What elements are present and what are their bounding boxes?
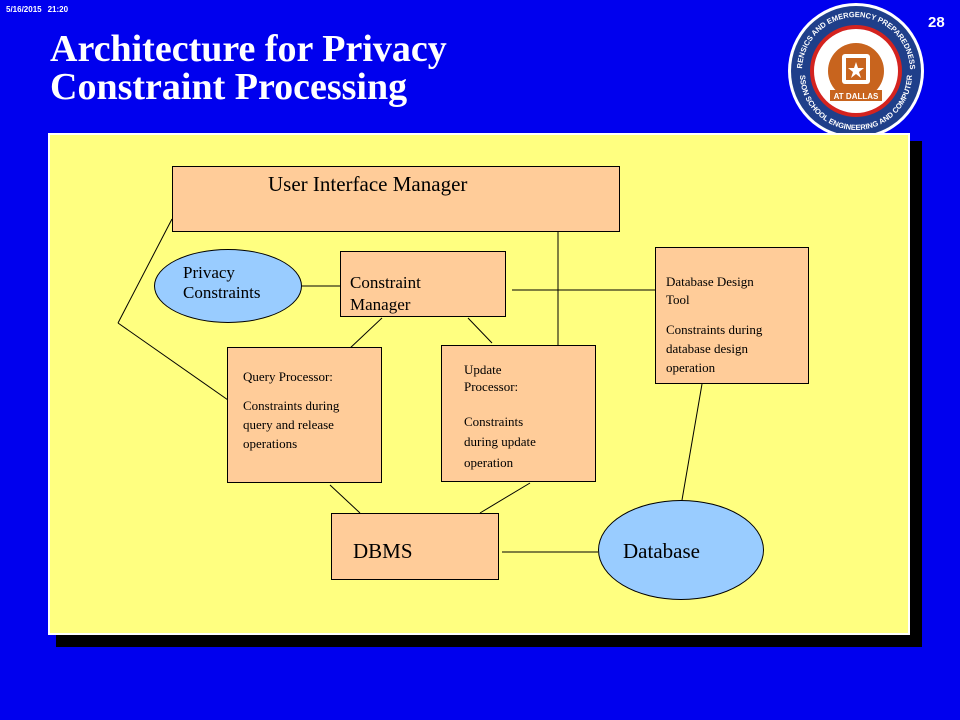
slide-title-line-1: Architecture for Privacy <box>50 28 447 70</box>
svg-text:AT DALLAS: AT DALLAS <box>834 92 879 101</box>
update-processor-body-1: Constraints <box>464 414 524 429</box>
privacy-constraints-oval: Privacy Constraints <box>154 249 302 323</box>
connector-query-to-dbms <box>329 484 361 514</box>
constraint-manager-line-1: Constraint <box>350 273 421 292</box>
slide-date-time: 5/16/2015 21:20 <box>6 5 74 14</box>
design-tool-heading-2: Tool <box>666 292 690 307</box>
query-processor-box: Query Processor: Constraints during quer… <box>227 347 382 483</box>
update-processor-body-2: during update <box>464 434 536 449</box>
database-oval: Database <box>598 500 764 600</box>
query-processor-body-3: operations <box>243 436 298 451</box>
design-tool-body-3: operation <box>666 360 716 375</box>
slide-title-line-2: Constraint Processing <box>50 66 408 108</box>
user-interface-manager-label: User Interface Manager <box>268 172 468 196</box>
database-design-tool-box: Database Design Tool Constraints during … <box>655 247 809 384</box>
connector-constraint-to-query <box>347 317 383 351</box>
slide-title: Architecture for Privacy Constraint Proc… <box>50 30 750 106</box>
update-processor-body-3: operation <box>464 455 514 470</box>
privacy-constraints-line-2: Constraints <box>183 283 261 302</box>
slide-time: 21:20 <box>47 5 69 14</box>
user-interface-manager-box: User Interface Manager <box>172 166 620 232</box>
connector-designtool-to-database <box>681 383 703 501</box>
university-seal-logo: DIGITAL FORENSICS AND EMERGENCY PREPARED… <box>786 2 924 139</box>
design-tool-heading-1: Database Design <box>666 274 754 289</box>
slide-date: 5/16/2015 <box>6 5 42 14</box>
update-processor-heading-1: Update <box>464 362 502 377</box>
connector-left-branch-to-query <box>117 322 229 401</box>
privacy-constraints-line-1: Privacy <box>183 263 235 282</box>
query-processor-heading: Query Processor: <box>243 369 333 384</box>
update-processor-box: Update Processor: Constraints during upd… <box>441 345 596 482</box>
constraint-manager-line-2: Manager <box>350 295 411 314</box>
constraint-manager-box: Constraint Manager <box>340 251 506 317</box>
design-tool-body-2: database design <box>666 341 748 356</box>
dbms-label: DBMS <box>353 539 413 563</box>
design-tool-body-1: Constraints during <box>666 322 763 337</box>
connector-constraint-to-update <box>467 317 493 344</box>
query-processor-body-1: Constraints during <box>243 398 340 413</box>
database-label: Database <box>623 539 700 563</box>
slide-number: 28 <box>928 14 945 31</box>
connector-uim-to-left-branch <box>117 218 173 324</box>
dbms-box: DBMS <box>331 513 499 580</box>
query-processor-body-2: query and release <box>243 417 334 432</box>
update-processor-heading-2: Processor: <box>464 379 519 394</box>
connector-update-to-dbms <box>479 482 531 514</box>
